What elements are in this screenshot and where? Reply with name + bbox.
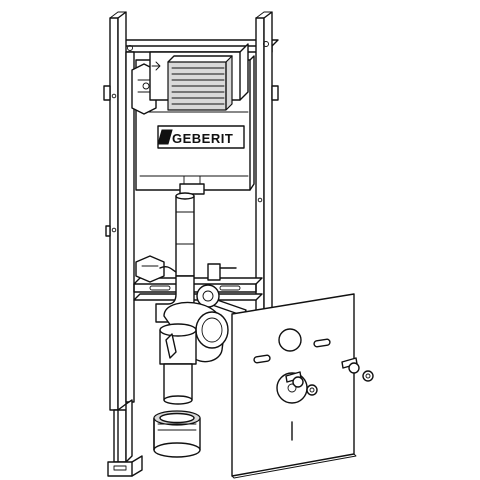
brand-logo-mark — [157, 129, 173, 145]
installation-frame — [103, 11, 279, 477]
brand-plate — [157, 125, 245, 149]
right-fitting — [207, 263, 237, 281]
flush-actuator-opening — [149, 43, 249, 111]
supply-fitting — [135, 255, 177, 283]
connection-sleeve — [153, 410, 201, 458]
drain-bend — [159, 284, 247, 405]
sound-insulation-mat — [231, 293, 357, 479]
brand-label: GEBERIT — [172, 131, 233, 146]
fixing-bolts — [285, 357, 374, 396]
